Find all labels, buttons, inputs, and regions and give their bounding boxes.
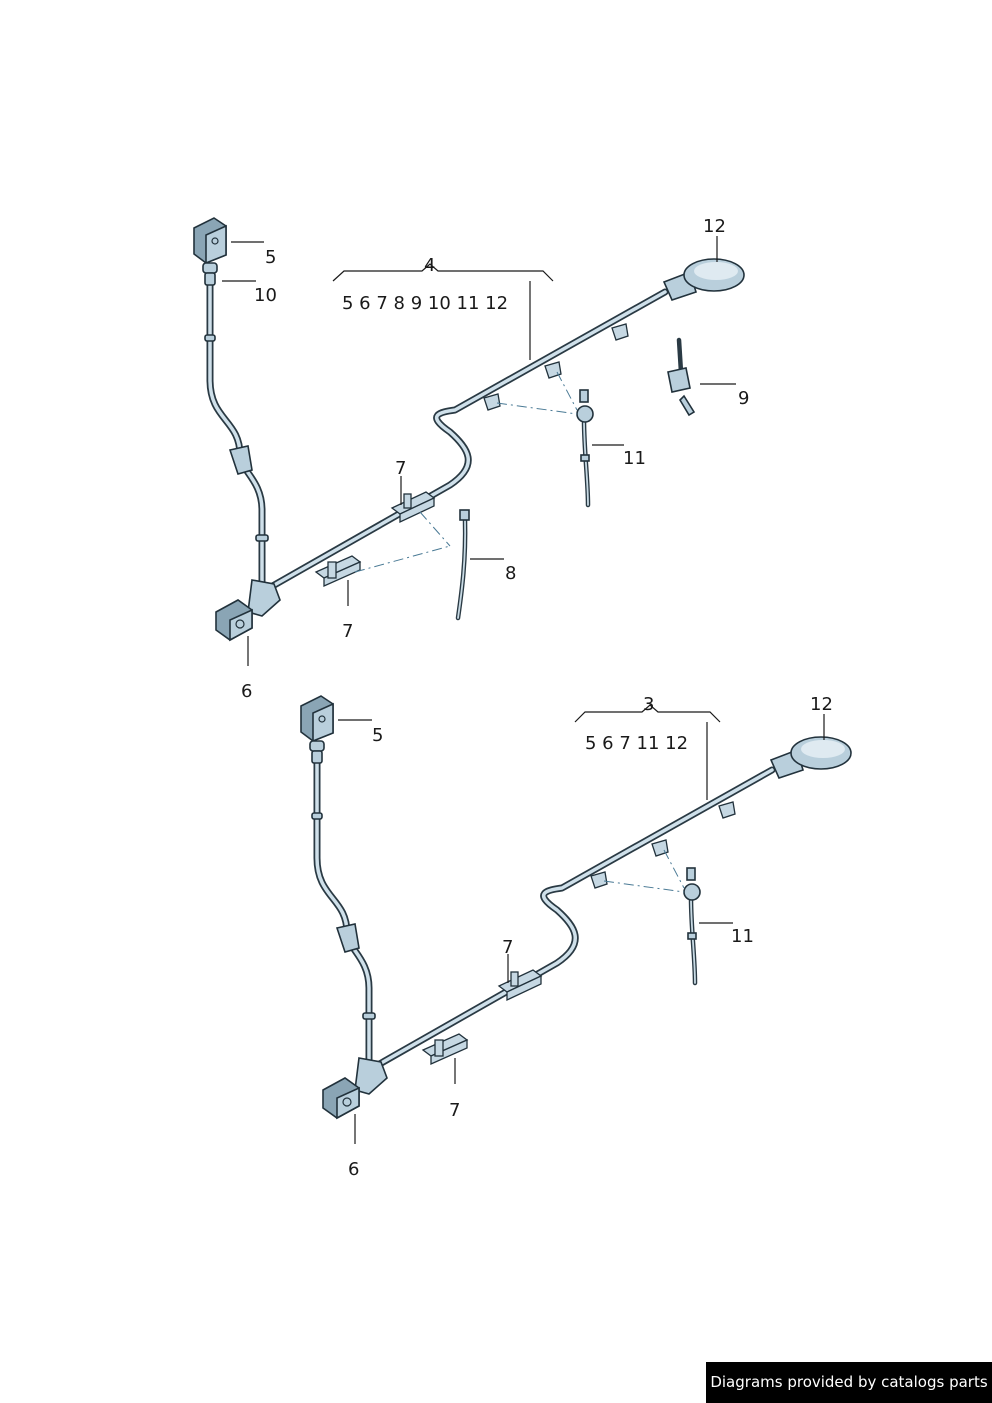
callout-clip-b: 11 <box>731 926 754 947</box>
callout-bracket-upper: 7 <box>395 458 406 479</box>
contents-list-bottom: 5 6 7 11 12 <box>585 733 688 754</box>
assembly-bracket-top <box>332 263 554 282</box>
callout-sensor: 5 <box>265 247 276 268</box>
callout-bracket-lower-b: 7 <box>449 1100 460 1121</box>
callout-connector-b: 6 <box>348 1159 359 1180</box>
credit-banner: Diagrams provided by catalogs parts <box>706 1362 992 1403</box>
callout-grommet: 12 <box>703 216 726 237</box>
callout-assembly-top: 4 <box>424 255 435 276</box>
callout-cable-tie: 8 <box>505 563 516 584</box>
callout-assembly-bottom: 3 <box>643 694 654 715</box>
cable-tie <box>455 509 470 621</box>
assembly-top: 4 5 6 7 8 9 10 11 12 5 10 6 7 7 8 9 11 1… <box>194 216 749 702</box>
callout-grommet-b: 12 <box>810 694 833 715</box>
contents-list-top: 5 6 7 8 9 10 11 12 <box>342 293 508 314</box>
callout-sensor-b: 5 <box>372 725 383 746</box>
callout-bracket-upper-b: 7 <box>502 937 513 958</box>
callout-bracket-lower: 7 <box>342 621 353 642</box>
callout-connector: 6 <box>241 681 252 702</box>
callout-clip: 11 <box>623 448 646 469</box>
callout-holder: 9 <box>738 388 749 409</box>
callout-seal: 10 <box>254 285 277 306</box>
assembly-bottom: 3 5 6 7 11 12 5 6 7 7 11 12 <box>301 694 851 1180</box>
assembly-bracket-bottom <box>574 704 721 723</box>
sensor-holder <box>667 337 696 417</box>
